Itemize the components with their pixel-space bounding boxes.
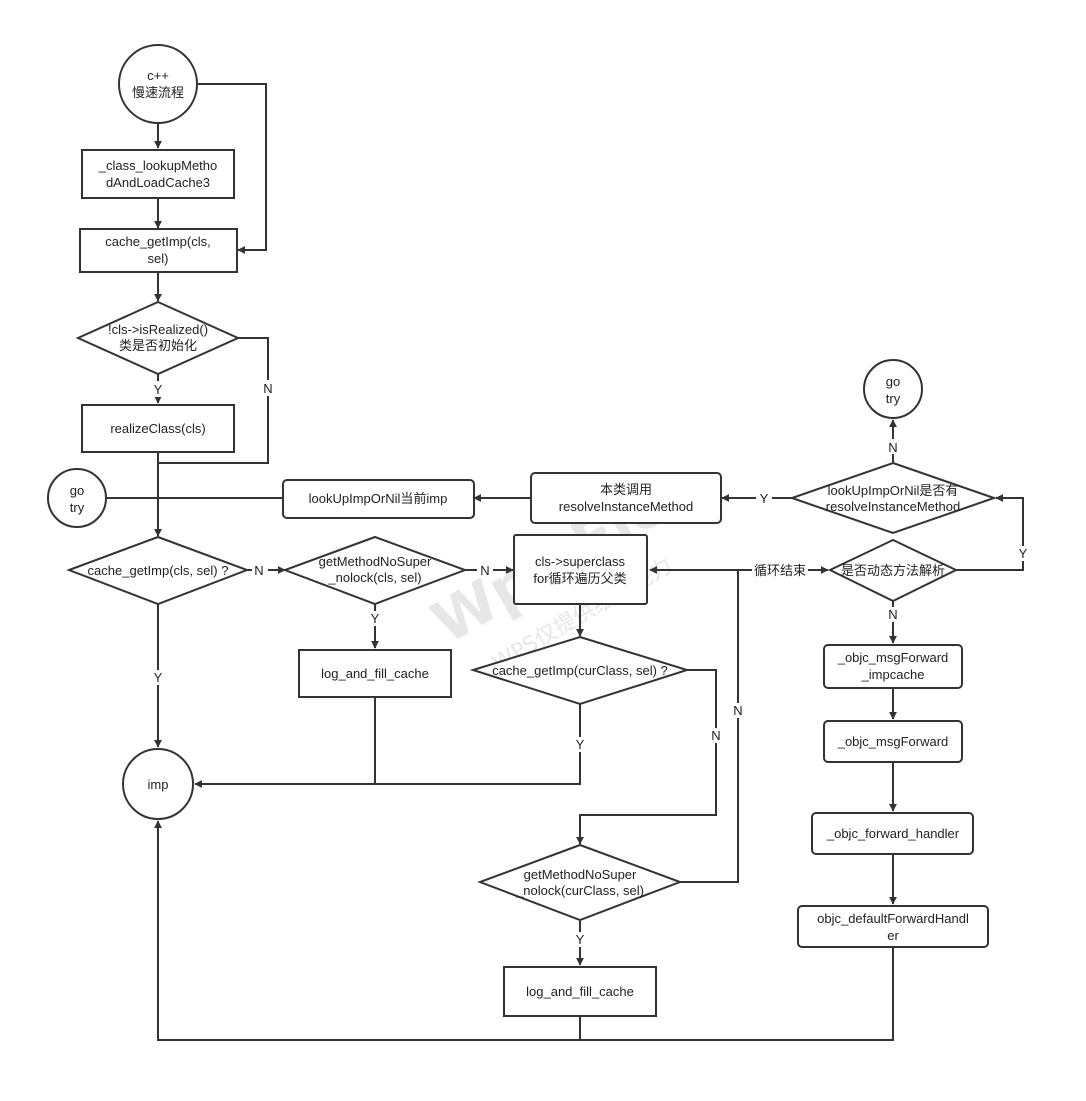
- msg-forward-label: _objc_msgForward: [837, 734, 949, 749]
- edge-curclass-yes: [375, 704, 581, 785]
- msg-forward-impcache-line-1: _objc_msgForward: [837, 650, 949, 665]
- lookup-resolve-decision-line-2: resolveInstanceMethod: [826, 499, 960, 514]
- resolve-instance-method-node: 本类调用 resolveInstanceMethod: [530, 472, 722, 524]
- edge-dynamic-yes: [956, 494, 1024, 571]
- label-dynamic-yes: Y: [1019, 546, 1028, 561]
- label-curclass-no: N: [711, 728, 720, 743]
- lookup-method-cache3-node: _class_lookupMetho dAndLoadCache3: [81, 149, 235, 199]
- cache-getimp-top-node: cache_getImp(cls, sel): [79, 228, 238, 273]
- label-realized-no: N: [263, 381, 272, 396]
- label-curclass-yes: Y: [576, 737, 585, 752]
- label-resolve-yes: Y: [760, 491, 769, 506]
- label-loop-end: 循环结束: [754, 563, 806, 578]
- lookup-imp-or-nil-label: lookUpImpOrNil当前imp: [309, 491, 448, 506]
- edge-labels: Y N Y N N N 循环结束 Y N Y Y Y N N Y: [150, 380, 1031, 947]
- label-nosuper-no: N: [480, 563, 489, 578]
- label-realized-yes: Y: [154, 382, 163, 397]
- msg-forward-impcache-node: _objc_msgForward _impcache: [823, 644, 963, 689]
- msg-forward-node: _objc_msgForward: [823, 720, 963, 763]
- label-nosuper-cur-no: N: [733, 703, 742, 718]
- get-method-nosuper-curclass-node: getMethodNoSuper _nolock(curClass, sel): [477, 843, 683, 922]
- edge-curclass-nosuper-no: [680, 570, 739, 883]
- go-try-left-line-1: go: [70, 483, 84, 498]
- get-method-nosuper-line-1: getMethodNoSuper: [319, 554, 432, 569]
- is-realized-line-2: 类是否初始化: [119, 338, 197, 353]
- default-forward-handler-node: objc_defaultForwardHandl er: [797, 905, 989, 948]
- is-realized-decision-node: !cls->isRealized() 类是否初始化: [75, 300, 241, 376]
- label-dynamic-no: N: [888, 607, 897, 622]
- label-nosuper-cur-yes: Y: [576, 932, 585, 947]
- nodes: c++ 慢速流程 _class_lookupMetho dAndLoadCach…: [47, 44, 998, 1017]
- realize-class-node: realizeClass(cls): [81, 404, 235, 453]
- forward-handler-node: _objc_forward_handler: [811, 812, 974, 855]
- edge-default-to-bottom: [580, 947, 894, 1041]
- imp-circle-label: imp: [148, 777, 169, 792]
- cache-getimp-decision-label: cache_getImp(cls, sel) ?: [88, 563, 229, 578]
- go-try-left-node: go try: [47, 468, 107, 528]
- edge-log2-to-imp: [154, 820, 581, 1041]
- lookup-resolve-decision-node: lookUpImpOrNil是否有 resolveInstanceMethod: [788, 461, 998, 535]
- cache-getimp-curclass-node: cache_getImp(curClass, sel) ?: [469, 635, 691, 706]
- edge-curclass-no: [576, 669, 717, 845]
- start-circle-line-1: c++: [147, 68, 169, 83]
- get-method-nosuper-curclass-line-1: getMethodNoSuper: [524, 867, 637, 882]
- log-fill-cache-2-node: log_and_fill_cache: [503, 966, 657, 1017]
- dynamic-resolve-decision-label: 是否动态方法解析: [841, 563, 945, 578]
- cache-getimp-curclass-label: cache_getImp(curClass, sel) ?: [492, 663, 668, 678]
- log-fill-cache-2-label: log_and_fill_cache: [526, 984, 634, 999]
- superclass-loop-line-1: cls->superclass: [535, 554, 625, 569]
- log-fill-cache-1-node: log_and_fill_cache: [298, 649, 452, 698]
- label-cache-no: N: [254, 563, 263, 578]
- default-forward-handler-line-1: objc_defaultForwardHandl: [817, 911, 969, 926]
- label-resolve-no: N: [888, 440, 897, 455]
- get-method-nosuper-decision-node: getMethodNoSuper _nolock(cls, sel): [282, 535, 468, 606]
- go-try-left-line-2: try: [70, 500, 85, 515]
- go-try-right-node: go try: [863, 359, 923, 419]
- cache-getimp-top-line-2: sel): [148, 251, 169, 266]
- is-realized-line-1: !cls->isRealized(): [108, 322, 208, 337]
- label-cache-yes: Y: [154, 670, 163, 685]
- lookup-method-cache3-line-2: dAndLoadCache3: [106, 175, 210, 190]
- edge-start-to-cache-getimp: [197, 83, 267, 254]
- start-circle-line-2: 慢速流程: [132, 85, 184, 100]
- edge-realized-no: [158, 337, 269, 464]
- go-try-right-line-1: go: [886, 374, 900, 389]
- resolve-instance-method-line-1: 本类调用: [600, 482, 652, 497]
- lookup-resolve-decision-line-1: lookUpImpOrNil是否有: [828, 483, 959, 498]
- go-try-right-line-2: try: [886, 391, 901, 406]
- get-method-nosuper-curclass-line-2: _nolock(curClass, sel): [515, 883, 644, 898]
- cache-getimp-decision-node: cache_getImp(cls, sel) ?: [66, 535, 250, 606]
- forward-handler-label: _objc_forward_handler: [826, 826, 960, 841]
- lookup-method-cache3-line-1: _class_lookupMetho: [98, 158, 218, 173]
- imp-circle-node: imp: [122, 748, 194, 820]
- cache-getimp-top-line-1: cache_getImp(cls,: [105, 234, 211, 249]
- superclass-loop-line-2: for循环遍历父类: [533, 571, 626, 586]
- log-fill-cache-1-label: log_and_fill_cache: [321, 666, 429, 681]
- edges: [105, 83, 1024, 1041]
- superclass-loop-node: cls->superclass for循环遍历父类: [513, 534, 648, 605]
- realize-class-label: realizeClass(cls): [110, 421, 205, 436]
- get-method-nosuper-line-2: _nolock(cls, sel): [327, 570, 421, 585]
- dynamic-resolve-decision-node: 是否动态方法解析: [827, 538, 959, 603]
- lookup-imp-or-nil-node: lookUpImpOrNil当前imp: [282, 479, 475, 519]
- default-forward-handler-line-2: er: [887, 928, 899, 943]
- start-circle-node: c++ 慢速流程: [118, 44, 198, 124]
- msg-forward-impcache-line-2: _impcache: [861, 667, 925, 682]
- label-nosuper-yes: Y: [371, 611, 380, 626]
- resolve-instance-method-line-2: resolveInstanceMethod: [559, 499, 693, 514]
- edge-log1-to-imp: [194, 697, 376, 788]
